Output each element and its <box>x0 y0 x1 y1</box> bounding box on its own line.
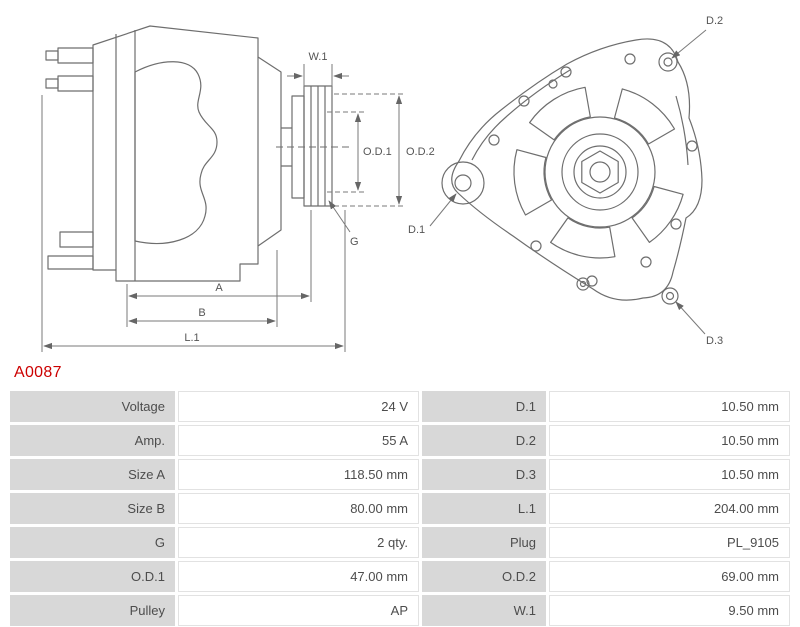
spec-value-g: 2 qty. <box>178 527 419 558</box>
spec-label-d1: D.1 <box>422 391 546 422</box>
spec-value-voltage: 24 V <box>178 391 419 422</box>
spec-label-l1: L.1 <box>422 493 546 524</box>
dim-label-od1: O.D.1 <box>363 146 392 158</box>
spec-label-d3: D.3 <box>422 459 546 490</box>
spec-label-od1: O.D.1 <box>10 561 175 592</box>
spec-value-pulley: AP <box>178 595 419 626</box>
spec-label-d2: D.2 <box>422 425 546 456</box>
dimension-lines <box>41 64 404 352</box>
spec-value-od1: 47.00 mm <box>178 561 419 592</box>
spec-value-size-b: 80.00 mm <box>178 493 419 524</box>
spec-value-d1: 10.50 mm <box>549 391 790 422</box>
part-number: A0087 <box>14 364 62 381</box>
spec-label-pulley: Pulley <box>10 595 175 626</box>
dim-label-l1: L.1 <box>184 332 199 344</box>
spec-value-amp: 55 A <box>178 425 419 456</box>
leader-lines <box>429 29 707 335</box>
dim-label-d3: D.3 <box>706 335 723 347</box>
spec-table: Voltage 24 V D.1 10.50 mm Amp. 55 A D.2 … <box>10 391 790 626</box>
dim-label-b: B <box>198 307 205 319</box>
dim-label-a: A <box>215 282 223 294</box>
spec-value-od2: 69.00 mm <box>549 561 790 592</box>
dim-label-d2: D.2 <box>706 15 723 27</box>
spec-value-plug: PL_9105 <box>549 527 790 558</box>
spec-value-size-a: 118.50 mm <box>178 459 419 490</box>
side-view-outline <box>45 25 352 282</box>
dim-label-od2: O.D.2 <box>406 146 435 158</box>
spec-label-amp: Amp. <box>10 425 175 456</box>
spec-value-w1: 9.50 mm <box>549 595 790 626</box>
spec-label-size-a: Size A <box>10 459 175 490</box>
spec-label-od2: O.D.2 <box>422 561 546 592</box>
spec-value-d3: 10.50 mm <box>549 459 790 490</box>
spec-value-l1: 204.00 mm <box>549 493 790 524</box>
spec-value-d2: 10.50 mm <box>549 425 790 456</box>
dim-label-d1: D.1 <box>408 224 425 236</box>
spec-label-voltage: Voltage <box>10 391 175 422</box>
alternator-technical-drawing: W.1 O.D.1 O.D.2 G A B L.1 D.2 D.1 D.3 <box>41 15 723 352</box>
spec-label-w1: W.1 <box>422 595 546 626</box>
spec-label-size-b: Size B <box>10 493 175 524</box>
front-view-outline <box>441 38 703 305</box>
dim-label-w1: W.1 <box>309 51 328 63</box>
spec-label-g: G <box>10 527 175 558</box>
dim-label-g: G <box>350 236 359 248</box>
spec-label-plug: Plug <box>422 527 546 558</box>
